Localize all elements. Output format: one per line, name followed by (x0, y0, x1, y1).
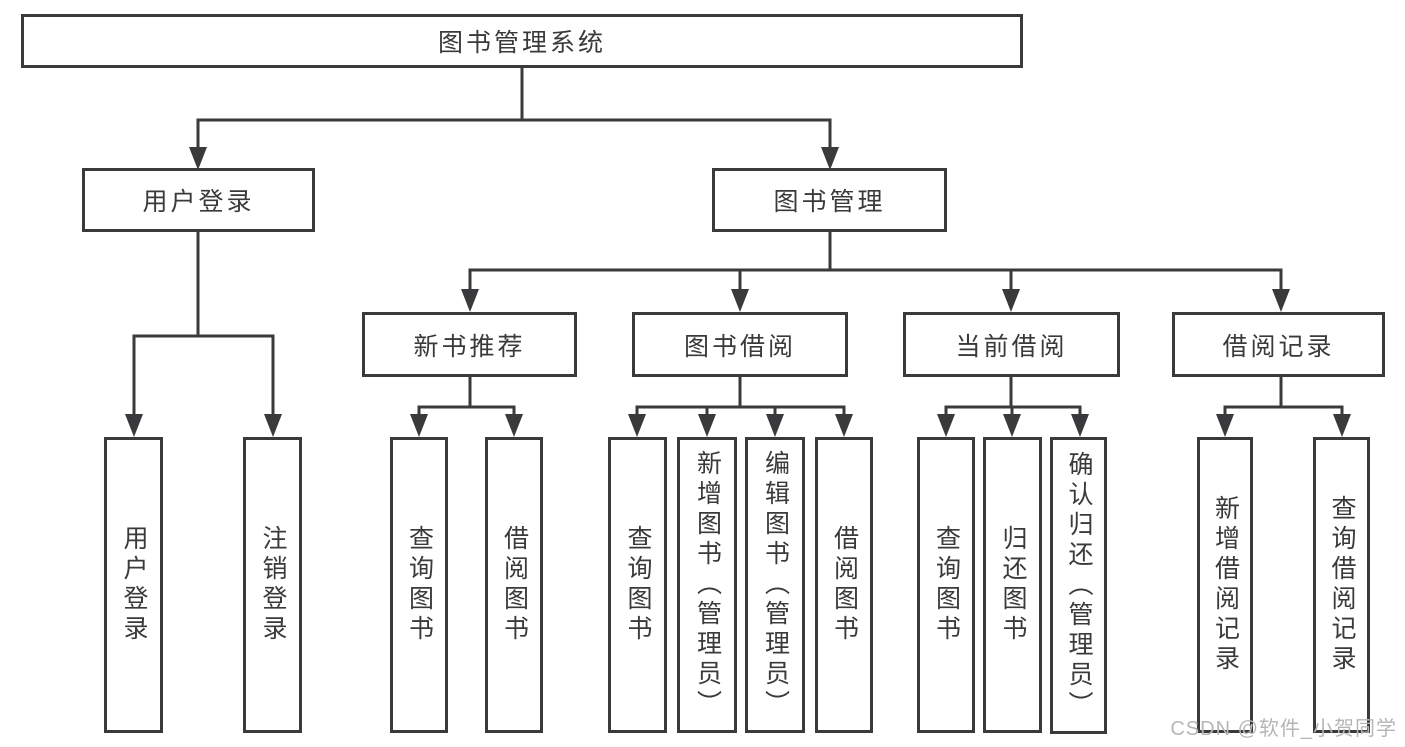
node-new-book-recommend: 新书推荐 (362, 312, 577, 377)
leaf-return-books: 归还图书 (983, 437, 1042, 733)
node-label: 注销登录 (259, 525, 287, 645)
node-label: 归还图书 (999, 525, 1027, 645)
leaf-logout: 注销登录 (243, 437, 302, 733)
node-label: 查询借阅记录 (1328, 495, 1356, 675)
node-label: 借阅记录 (1222, 332, 1335, 361)
node-label: 用户登录 (120, 525, 148, 645)
leaf-query-books-current: 查询图书 (917, 437, 975, 733)
node-user-login: 用户登录 (82, 168, 315, 232)
node-label: 查询图书 (624, 525, 652, 645)
node-label: 编辑图书（管理员） (761, 450, 790, 720)
node-label: 用户登录 (142, 188, 255, 216)
leaf-add-book-admin: 新增图书（管理员） (677, 437, 737, 733)
node-label: 确认归还（管理员） (1065, 450, 1093, 721)
leaf-edit-book-admin: 编辑图书（管理员） (745, 437, 805, 733)
node-label: 查询图书 (405, 525, 434, 645)
node-label: 新增借阅记录 (1211, 495, 1240, 675)
leaf-user-login: 用户登录 (104, 437, 163, 733)
leaf-query-borrow-record: 查询借阅记录 (1313, 437, 1370, 733)
node-label: 图书借阅 (683, 332, 796, 361)
leaf-confirm-return-admin: 确认归还（管理员） (1050, 437, 1107, 734)
leaf-query-books-recommend: 查询图书 (390, 437, 448, 733)
leaf-borrow-books-borrowing: 借阅图书 (815, 437, 873, 733)
node-label: 新增图书（管理员） (693, 450, 722, 720)
node-book-management: 图书管理 (712, 168, 947, 232)
node-label: 查询图书 (932, 525, 961, 645)
node-label: 借阅图书 (830, 525, 859, 645)
node-label: 新书推荐 (413, 332, 526, 361)
node-label: 当前借阅 (955, 332, 1068, 361)
leaf-add-borrow-record: 新增借阅记录 (1197, 437, 1253, 733)
node-label: 借阅图书 (500, 525, 529, 645)
node-borrowing-records: 借阅记录 (1172, 312, 1385, 377)
leaf-borrow-books-recommend: 借阅图书 (485, 437, 543, 733)
node-library-management-system: 图书管理系统 (21, 14, 1023, 68)
csdn-watermark: CSDN @软件_小贺同学 (1170, 718, 1397, 740)
node-book-borrowing: 图书借阅 (632, 312, 848, 377)
node-label: 图书管理系统 (437, 29, 606, 57)
node-current-borrowing: 当前借阅 (903, 312, 1120, 377)
node-label: 图书管理 (773, 188, 886, 216)
leaf-query-books-borrowing: 查询图书 (608, 437, 667, 733)
